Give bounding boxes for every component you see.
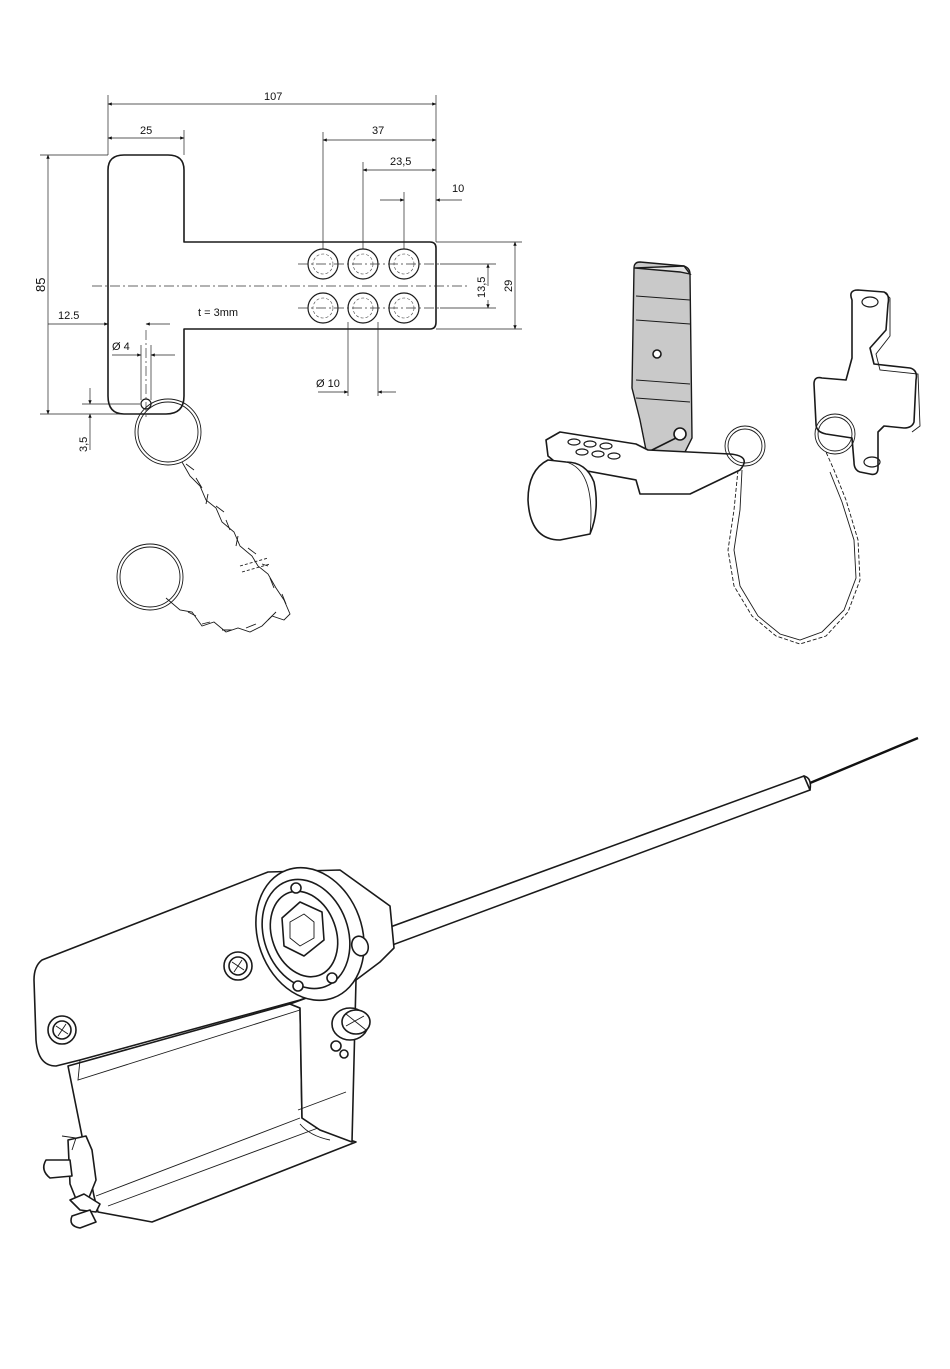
dim-bottom-offset: 3,5 xyxy=(78,437,90,452)
mounting-bracket xyxy=(814,290,916,474)
dim-holes-span-inner: 23,5 xyxy=(390,156,411,168)
dim-hole-diameter: Ø 10 xyxy=(316,378,340,390)
dim-offset: 12.5 xyxy=(58,310,79,322)
isometric-bracket-with-chain xyxy=(528,262,920,644)
dim-hole-edge: 10 xyxy=(452,183,464,195)
dim-hole-row-pitch: 13,5 xyxy=(476,277,488,298)
dim-overall-width: 107 xyxy=(264,91,282,103)
dim-overall-height: 85 xyxy=(33,278,48,292)
wing-nut xyxy=(44,1136,100,1228)
dim-bar-height: 29 xyxy=(503,280,515,292)
dim-handle-width: 25 xyxy=(140,125,152,137)
dim-holes-span: 37 xyxy=(372,125,384,137)
cylinder-cap xyxy=(528,460,596,540)
key-ring-and-chain xyxy=(117,399,290,632)
rod xyxy=(360,776,810,954)
technical-drawing-t-key: 107 25 37 23,5 10 85 29 13,5 xyxy=(33,91,522,632)
dim-pin-hole-diameter: Ø 4 xyxy=(112,341,130,353)
isometric-lock-box-with-rod xyxy=(34,738,918,1228)
upright-plate xyxy=(632,262,692,454)
thickness-note: t = 3mm xyxy=(198,307,238,319)
t-key-outline xyxy=(108,155,436,414)
